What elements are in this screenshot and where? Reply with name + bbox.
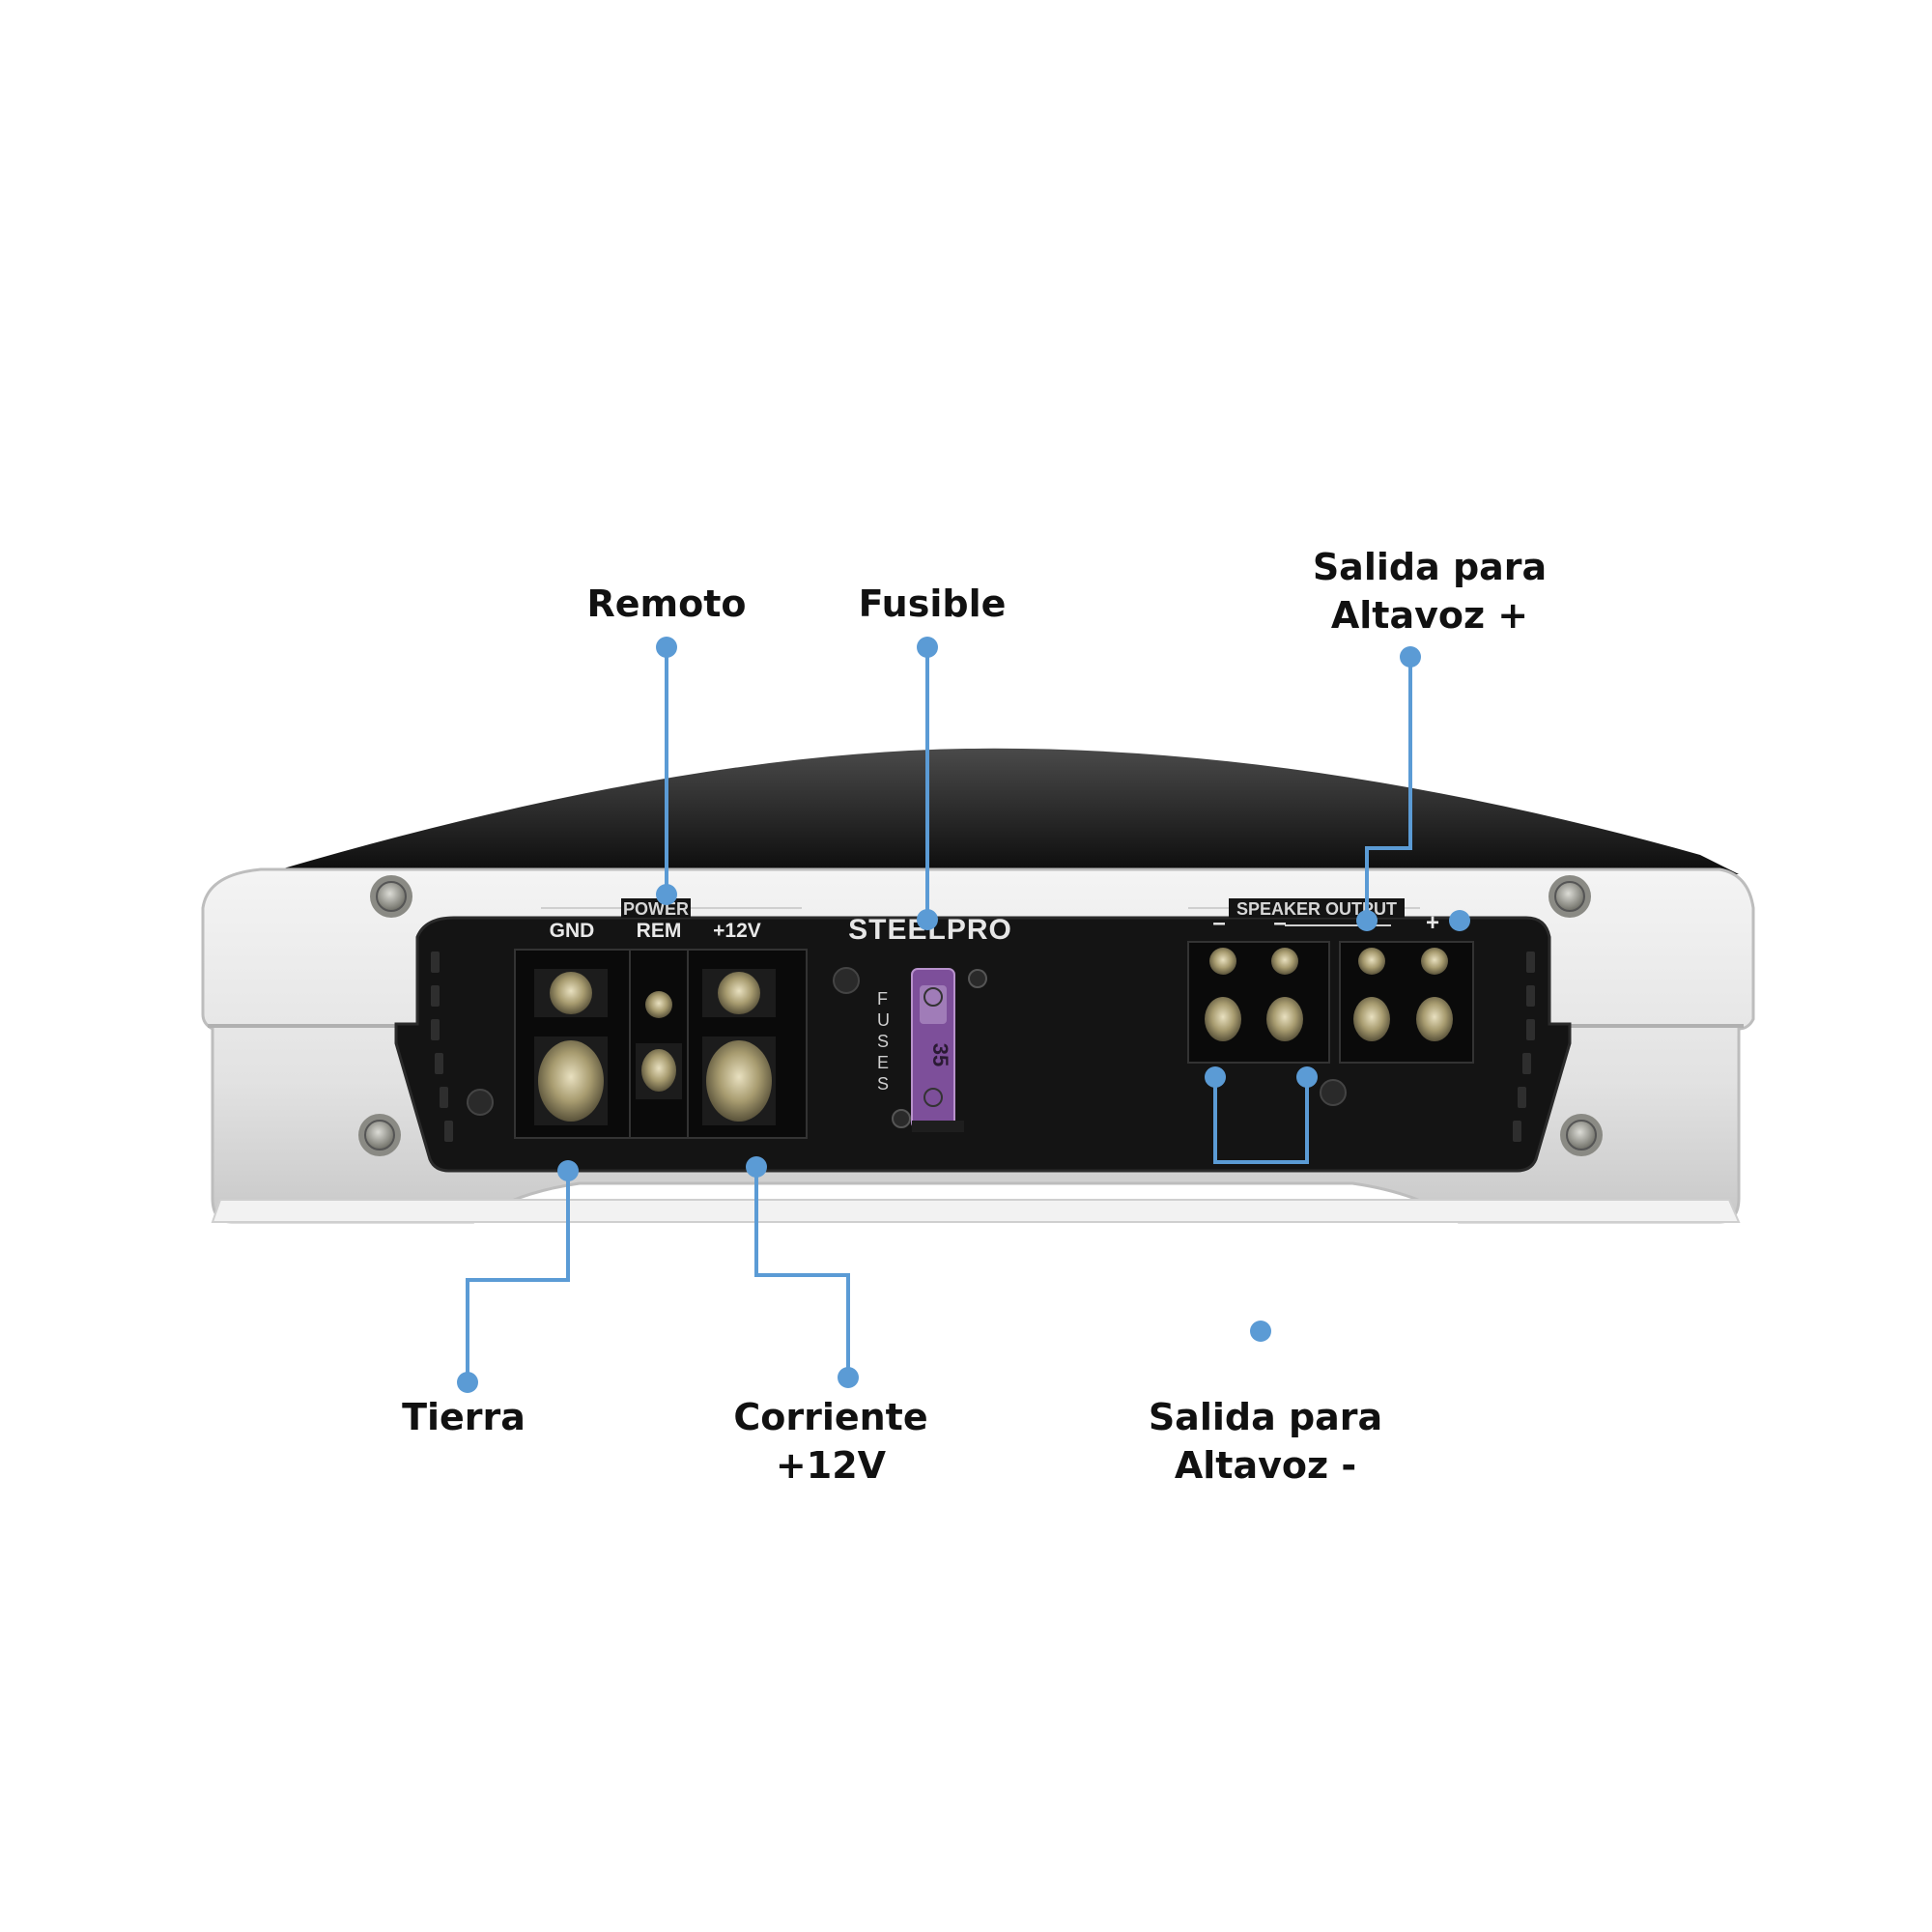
speaker-minus-terminal — [1266, 997, 1303, 1041]
callout-fusible: Fusible — [787, 580, 1077, 628]
callout-salida-neg-line2: Altavoz - — [1174, 1444, 1357, 1487]
speaker-minus-screw — [1209, 948, 1236, 975]
leader-dots — [457, 637, 1470, 1393]
fuse-screw — [968, 969, 987, 988]
dot-corriente-start — [746, 1156, 767, 1178]
panel-bolt — [467, 1089, 494, 1116]
fuse — [911, 968, 964, 1132]
speaker-header: SPEAKER OUTPUT — [1236, 899, 1397, 919]
dot-salida-pos-top — [1400, 646, 1421, 668]
leader-salida-pos — [1365, 657, 1412, 923]
leader-tierra — [466, 1171, 570, 1382]
speaker-minus-terminal — [1205, 997, 1241, 1041]
callout-salida-neg: Salida para Altavoz - — [1092, 1393, 1439, 1490]
dot-salida-neg-start — [1205, 1066, 1226, 1088]
amp-top-cover — [242, 748, 1739, 874]
speaker-terminal-block — [1187, 941, 1474, 1064]
speaker-sign-1: – — [1212, 910, 1225, 936]
callout-salida-neg-line1: Salida para — [1148, 1396, 1383, 1438]
callout-tierra: Tierra — [319, 1393, 609, 1441]
dot-corriente-end — [838, 1367, 859, 1388]
plus12-label: +12V — [713, 920, 761, 942]
rem-terminal — [641, 1049, 676, 1092]
dot-salida-neg-end — [1250, 1321, 1271, 1342]
corner-screw-top-right — [1548, 875, 1591, 918]
callout-tierra-text: Tierra — [402, 1396, 526, 1438]
leader-corriente — [754, 1167, 850, 1378]
vent-slots-right — [1513, 952, 1535, 1142]
speaker-sign-2: – — [1273, 910, 1286, 936]
callout-corriente-line1: Corriente — [733, 1396, 928, 1438]
vent-slots-left — [431, 952, 453, 1142]
panel-bolt — [1320, 1079, 1347, 1106]
fuse-rating: 35 — [928, 1043, 952, 1066]
power-header: POWER — [623, 899, 689, 919]
dot-salida-pos-end — [1356, 910, 1378, 931]
speaker-plus-terminal — [1416, 997, 1453, 1041]
speaker-plus-screw — [1358, 948, 1385, 975]
power-terminal-block — [514, 949, 808, 1139]
corner-screw-bottom-right — [1560, 1114, 1603, 1156]
dot-tierra-end — [457, 1372, 478, 1393]
corner-screw-bottom-left — [358, 1114, 401, 1156]
speaker-plus-screw — [1421, 948, 1448, 975]
dot-fusible-end — [917, 909, 938, 930]
corner-screw-top-left — [370, 875, 412, 918]
callout-salida-pos-line2: Altavoz + — [1330, 594, 1529, 637]
leader-salida-neg — [1213, 1077, 1309, 1164]
dot-remoto-end — [656, 884, 677, 905]
speaker-minus-screw — [1271, 948, 1298, 975]
dot-salida-neg-start — [1296, 1066, 1318, 1088]
plus12-terminal — [706, 1040, 772, 1122]
amp-base — [211, 1199, 1741, 1223]
dot-tierra-start — [557, 1160, 579, 1181]
dot-fusible-top — [917, 637, 938, 658]
callout-salida-pos: Salida para Altavoz + — [1256, 543, 1604, 639]
callout-remoto: Remoto — [522, 580, 811, 628]
callout-salida-pos-line1: Salida para — [1312, 546, 1548, 588]
power-header-gap — [621, 898, 691, 918]
dot-remoto-top — [656, 637, 677, 658]
leader-lines — [466, 647, 1412, 1382]
gnd-terminal — [538, 1040, 604, 1122]
speaker-plus-terminal — [1353, 997, 1390, 1041]
panel-bolt — [833, 967, 860, 994]
speaker-sign-4: + — [1426, 910, 1439, 936]
dot-salida-pos-end — [1449, 910, 1470, 931]
fuse-screw — [892, 1109, 911, 1128]
callout-corriente: Corriente +12V — [686, 1393, 976, 1490]
rem-label: REM — [637, 920, 682, 942]
gnd-label: GND — [550, 920, 595, 942]
callout-corriente-line2: +12V — [775, 1444, 887, 1487]
callout-remoto-text: Remoto — [586, 582, 747, 625]
callout-fusible-text: Fusible — [858, 582, 1007, 625]
